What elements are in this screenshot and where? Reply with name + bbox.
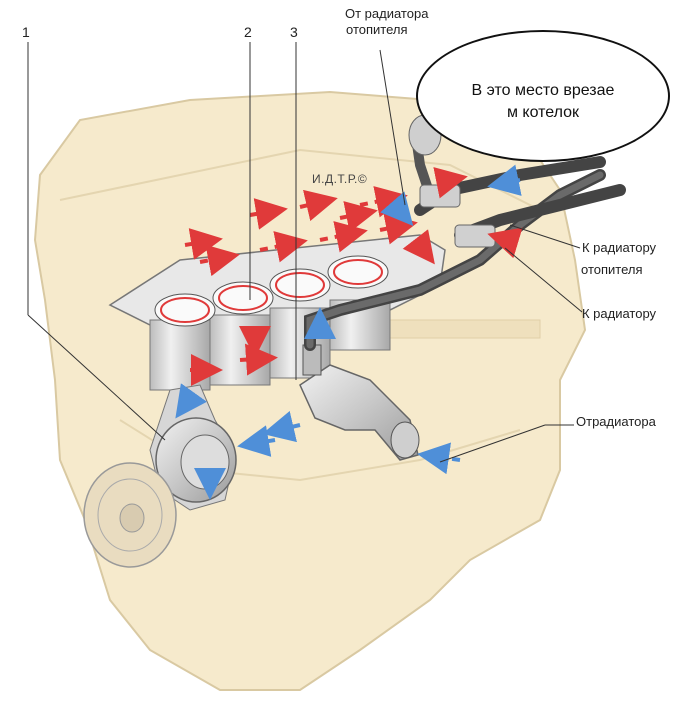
callout-bubble: В это место врезае м котелок bbox=[416, 30, 670, 162]
callout-line1: В это место врезае bbox=[471, 82, 615, 99]
label-to-heater-line2: отопителя bbox=[581, 262, 643, 277]
hot-coolant-flow-arrows bbox=[184, 167, 523, 386]
crank-pulley bbox=[83, 462, 177, 568]
part-number-3: 3 bbox=[290, 24, 298, 40]
cold-coolant-flow-arrows bbox=[175, 164, 522, 500]
callout-line2: м котелок bbox=[506, 104, 580, 121]
block-rib bbox=[389, 319, 541, 339]
label-from-heater-line1: От радиатора bbox=[345, 6, 429, 21]
watermark: И.Д.Т.Р.© bbox=[312, 172, 368, 186]
part-number-1: 1 bbox=[22, 24, 30, 40]
part-number-2: 2 bbox=[244, 24, 252, 40]
label-to-radiator: К радиатору bbox=[582, 306, 657, 321]
label-from-heater-line2: отопителя bbox=[346, 22, 408, 37]
label-from-radiator: Отрадиатора bbox=[576, 414, 656, 429]
label-to-heater-line1: К радиатору bbox=[582, 240, 657, 255]
thermostat-housing bbox=[299, 344, 420, 461]
leader-lines bbox=[27, 42, 583, 463]
